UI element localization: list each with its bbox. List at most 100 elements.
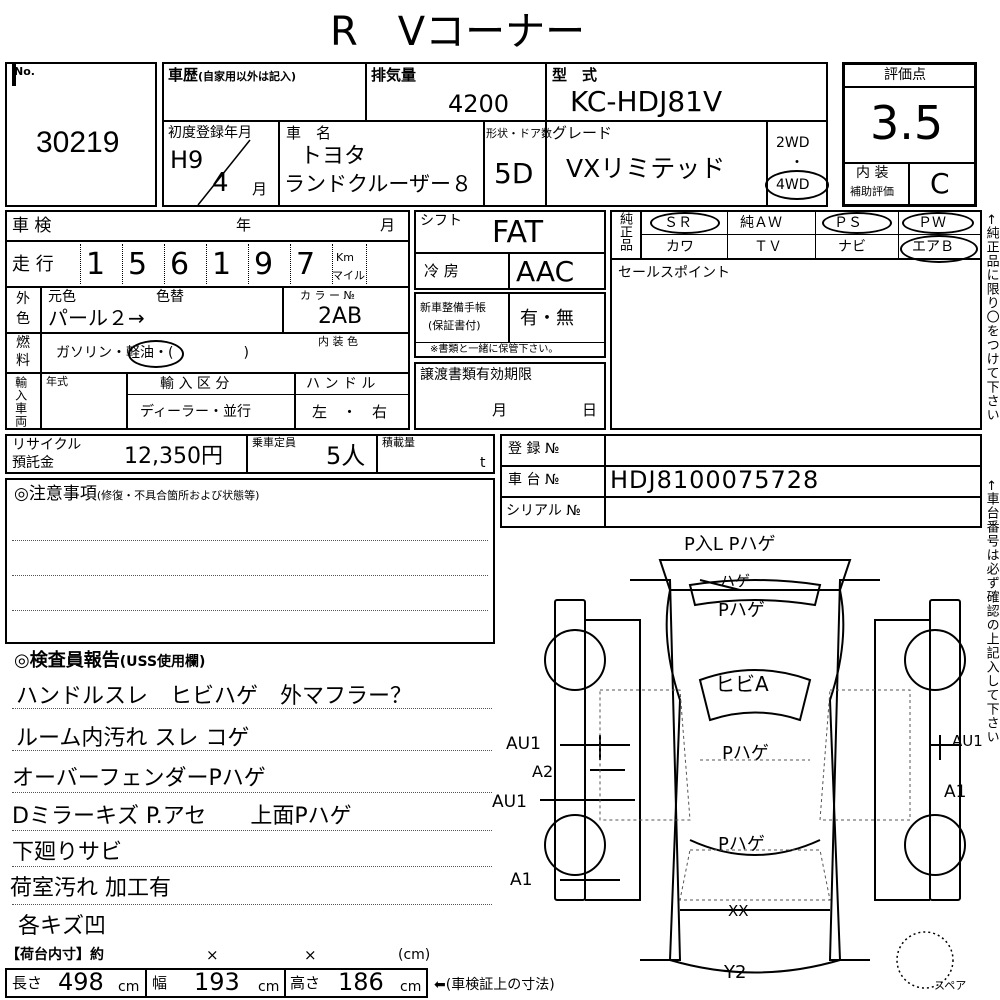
exterior-label-1: 外 xyxy=(16,291,30,307)
mileage-label: 走 行 xyxy=(12,254,54,275)
diagram-right-a1: A1 xyxy=(944,782,967,802)
inspector-line: 荷室汚れ 加工有 xyxy=(10,876,171,901)
mileage-digit: 6 xyxy=(170,247,190,282)
diagram-left-a2: A2 xyxy=(532,762,554,781)
height-label: 高さ xyxy=(290,974,321,992)
equip-ps-circle xyxy=(822,212,892,234)
diagram-right-au1: AU1 xyxy=(952,732,983,750)
equip-leather: カワ xyxy=(666,239,694,255)
import-year-label: 年式 xyxy=(46,375,68,388)
mileage-digit: 1 xyxy=(86,247,106,282)
transfer-docs-box xyxy=(414,362,606,430)
cargo-x1: × xyxy=(206,946,219,964)
mileage-digit: 7 xyxy=(296,247,316,282)
length-label: 長さ xyxy=(12,974,43,992)
chassis-no-label: 車 台 № xyxy=(508,472,560,488)
shift-box xyxy=(414,210,606,290)
ac-label: 冷 房 xyxy=(424,262,459,280)
exterior-color-value: パール２→ xyxy=(48,306,145,330)
capacity-label: 乗車定員 xyxy=(252,436,296,449)
diagram-rear-top: P入L Pハゲ xyxy=(684,534,776,555)
diagram-front: XX xyxy=(728,902,749,920)
exterior-label-2: 色 xyxy=(16,311,30,327)
history-label: 車歴(自家用以外は記入) xyxy=(168,66,297,84)
height-value: 186 xyxy=(338,968,384,996)
maintenance-value: 有・無 xyxy=(520,308,574,329)
interior-label: 内 装 xyxy=(856,165,889,181)
dimensions-note: ⬅(車検証上の寸法) xyxy=(434,977,555,993)
equipment-label: 純正品 xyxy=(617,212,632,251)
inspection-month: 月 xyxy=(380,216,396,234)
recycle-value: 12,350円 xyxy=(124,444,223,469)
diagram-left-au1-top: AU1 xyxy=(506,734,541,754)
main-info-box xyxy=(162,62,828,207)
length-value: 498 xyxy=(58,968,104,996)
equip-navi: ナビ xyxy=(838,239,866,255)
diagram-rear-panel: Pハゲ xyxy=(718,600,765,621)
mileage-digit: 1 xyxy=(212,247,232,282)
equip-pw-circle xyxy=(902,212,974,234)
chassis-no-value: HDJ8100075728 xyxy=(610,466,820,494)
handle-values: 左 ・ 右 xyxy=(312,403,388,421)
inspector-line: 各キズ凹 xyxy=(18,914,107,939)
grade-value: VXリミテッド xyxy=(566,154,726,183)
diagram-left-au1-mid: AU1 xyxy=(492,792,527,812)
model-label: 型 式 xyxy=(552,66,598,84)
shift-label: シフト xyxy=(420,213,462,229)
grade-label: グレード xyxy=(552,124,613,142)
equipment-box xyxy=(610,210,982,430)
color-no-value: 2AB xyxy=(318,304,363,329)
mileage-unit-mile: マイル xyxy=(332,269,365,282)
drive-4wd-circle xyxy=(765,170,829,200)
exterior-original-label: 元色 xyxy=(48,289,76,305)
sales-point-label: セールスポイント xyxy=(618,265,730,281)
drive-2wd: 2WD xyxy=(776,135,810,151)
fuel-label-2: 料 xyxy=(16,353,30,369)
interior-score: C xyxy=(930,167,950,200)
import-label: 輸入車両 xyxy=(13,376,28,428)
registration-box xyxy=(500,434,982,528)
diagram-hood: Pハゲ xyxy=(718,834,765,855)
inspector-line: Dミラーキズ P.アセ 上面Pハゲ xyxy=(12,804,352,829)
inspector-line: ハンドルスレ ヒビハゲ 外マフラー？ xyxy=(16,684,413,709)
cargo-unit: (cm) xyxy=(398,947,431,963)
mileage-digit: 5 xyxy=(128,247,148,282)
equip-tv: ＴＶ xyxy=(754,239,782,255)
import-category-label: 輸 入 区 分 xyxy=(160,376,230,392)
no-label: No. xyxy=(14,65,35,78)
shift-value: FAT xyxy=(492,215,544,250)
transfer-docs-day: 日 xyxy=(582,401,598,419)
displacement-label: 排気量 xyxy=(371,66,417,84)
transfer-docs-month: 月 xyxy=(492,401,508,419)
inspector-line: オーバーフェンダーPハゲ xyxy=(12,766,266,791)
fuel-diesel-circle xyxy=(128,340,184,368)
load-label: 積載量 xyxy=(382,436,415,449)
displacement-value: 4200 xyxy=(448,90,510,118)
stock-no-bracket xyxy=(12,64,16,86)
recycle-label-2: 預託金 xyxy=(12,455,54,471)
load-unit: t xyxy=(480,455,486,471)
side-note-chassis: ←車台番号は必ず確認の上記入して下さい xyxy=(983,480,999,744)
cargo-x2: × xyxy=(304,946,317,964)
evaluation-score: 3.5 xyxy=(870,96,944,150)
evaluation-label: 評価点 xyxy=(884,67,926,83)
equip-aw: 純ＡＷ xyxy=(740,215,782,231)
model-value: KC-HDJ81V xyxy=(570,85,723,118)
handle-label: ハ ン ド ル xyxy=(306,376,376,392)
first-registration-label: 初度登録年月 xyxy=(168,125,252,141)
serial-no-label: シリアル № xyxy=(506,503,581,519)
maintenance-box xyxy=(414,292,606,358)
width-value: 193 xyxy=(194,968,240,996)
capacity-value: 5人 xyxy=(326,442,366,470)
diagram-rear-bar: ハゲ xyxy=(720,572,751,590)
interior-sub-label: 補助評価 xyxy=(850,185,894,198)
transfer-docs-label: 譲渡書類有効期限 xyxy=(420,367,532,383)
height-unit: cm xyxy=(400,979,422,995)
width-unit: cm xyxy=(258,979,280,995)
diagram-left-a1: A1 xyxy=(510,870,533,890)
car-maker: トヨタ xyxy=(300,144,367,169)
interior-color-label: 内 装 色 xyxy=(318,335,358,348)
diagram-window: ヒビA xyxy=(715,672,769,696)
inspector-line: 下廻りサビ xyxy=(12,840,123,865)
length-unit: cm xyxy=(118,979,140,995)
